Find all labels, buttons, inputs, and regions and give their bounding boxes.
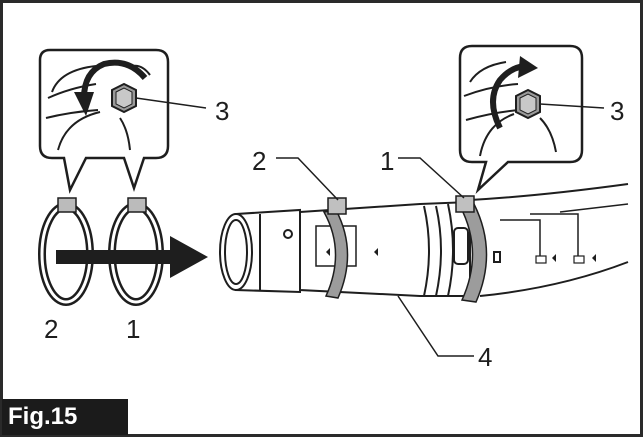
bolt-right (515, 88, 605, 120)
slide-direction-arrow (56, 236, 208, 278)
figure-label: Fig.15 (2, 399, 128, 435)
callout-pipe-body: 4 (478, 342, 493, 372)
pipe-assembly (219, 183, 629, 297)
callout-loose-clamp-2: 2 (44, 314, 59, 344)
rotate-arrow-right (490, 56, 538, 130)
zoom-box-left (38, 48, 170, 194)
callout-pipe-clamp-1: 1 (380, 146, 395, 176)
zoom-left-contents (45, 64, 151, 151)
callout-loose-clamp-1: 1 (126, 314, 141, 344)
callout-bolt-left: 3 (215, 96, 230, 126)
leader-lines (276, 157, 474, 357)
rotate-arrow-left (74, 59, 148, 116)
zoom-box-right (458, 44, 584, 194)
callout-pipe-clamp-2: 2 (252, 146, 267, 176)
callout-bolt-right: 3 (610, 96, 625, 126)
hose-clamp-1-installed (455, 195, 488, 303)
bolt-left (111, 82, 207, 114)
